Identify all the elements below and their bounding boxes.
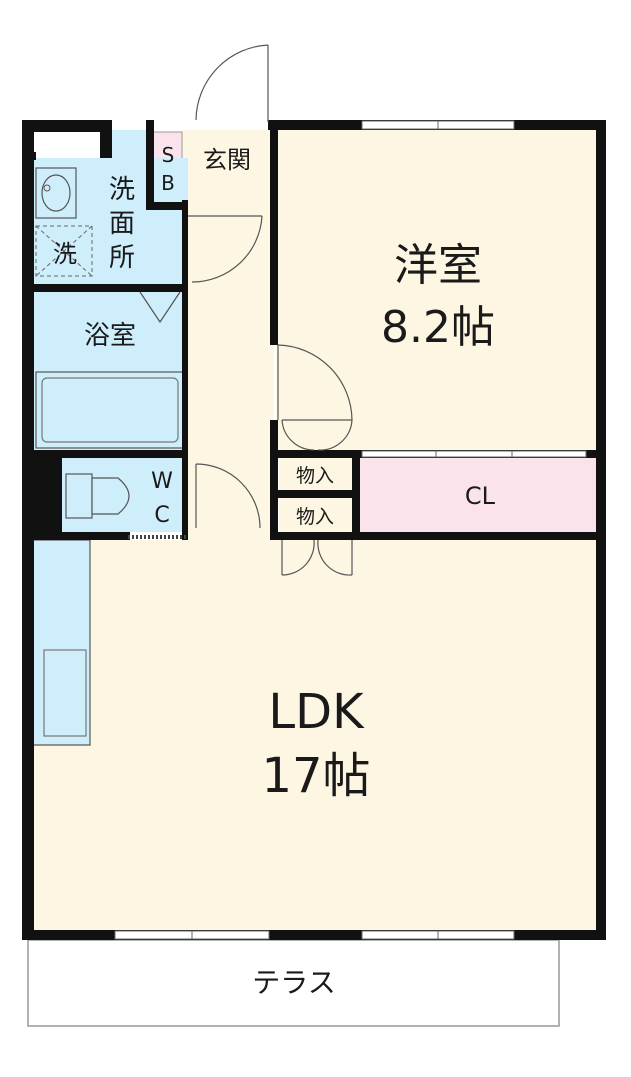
washer-diag-2: [35, 225, 93, 277]
washroom-label-3: 所: [109, 243, 135, 273]
faucet-icon: [43, 184, 51, 192]
bathtub-inner: [41, 377, 179, 443]
terrace-area: [27, 939, 560, 1027]
washer-space: [35, 225, 93, 277]
western-room-size: 8.2帖: [381, 302, 495, 353]
entrance-floor: [182, 130, 270, 182]
washroom-label-1: 洗: [109, 175, 135, 205]
shoe-box-label-b: B: [161, 171, 175, 195]
closet-label: CL: [465, 482, 496, 510]
windows: [114, 120, 515, 940]
toilet-label-c: C: [154, 503, 169, 528]
washroom-top-notch: [112, 130, 150, 160]
bath-door-marker: [139, 291, 181, 324]
western-room-name: 洋室: [394, 240, 482, 291]
entrance-label: 玄関: [203, 146, 251, 174]
toilet-label-w: W: [151, 469, 173, 494]
wash-basin: [35, 167, 77, 219]
doors: [188, 44, 353, 576]
ldk-floor: [30, 540, 600, 935]
wash-basin-bowl: [41, 174, 71, 212]
kitchen-sink: [43, 649, 87, 737]
closet-doors: [361, 450, 587, 458]
storage-lower-label: 物入: [296, 506, 334, 528]
closet-floor: [358, 458, 598, 532]
washroom-label-2: 面: [109, 209, 135, 239]
toilet-tank: [65, 473, 93, 519]
washer-label: 洗: [53, 240, 77, 268]
terrace-label: テラス: [252, 966, 335, 999]
toilet-bowl: [91, 477, 130, 515]
storage-upper-label: 物入: [296, 465, 334, 487]
ldk-size: 17帖: [261, 748, 370, 804]
storage-upper-floor: [279, 458, 352, 492]
bath-label: 浴室: [84, 321, 136, 351]
western-room-floor: [276, 128, 600, 453]
shoe-box-label-s: S: [162, 143, 175, 167]
storage-lower-floor: [279, 498, 352, 532]
hallway-floor: [188, 182, 274, 540]
ldk-name: LDK: [268, 684, 365, 740]
